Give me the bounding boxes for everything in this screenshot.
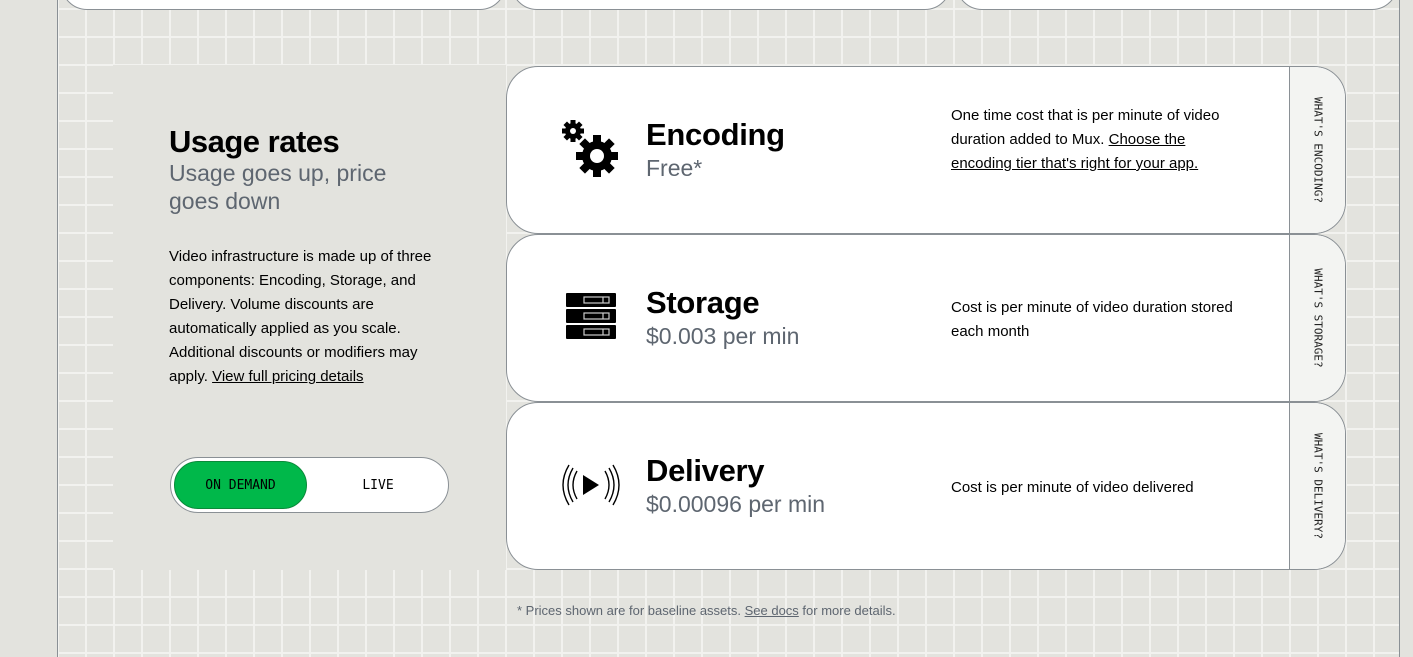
encoding-card: Encoding Free* One time cost that is per… (506, 66, 1346, 234)
section-title: Usage rates (169, 124, 340, 159)
card-price: $0.003 per min (646, 323, 800, 349)
section-subtitle: Usage goes up, price goes down (169, 160, 387, 214)
broadcast-play-icon (559, 453, 623, 517)
toggle-on-demand[interactable]: ON DEMAND (174, 461, 307, 509)
previous-card (61, 0, 506, 10)
gears-icon (559, 117, 623, 181)
previous-card (511, 0, 951, 10)
whats-storage-tab[interactable]: WHAT'S STORAGE? (1289, 235, 1345, 401)
section-description: Video infrastructure is made up of three… (169, 248, 432, 385)
pricing-mode-toggle[interactable]: ON DEMAND LIVE (170, 457, 449, 513)
storage-card: Storage $0.003 per min Cost is per minut… (506, 234, 1346, 402)
card-title: Delivery (646, 453, 765, 488)
whats-delivery-tab[interactable]: WHAT'S DELIVERY? (1289, 403, 1345, 569)
docs-link[interactable]: See docs (744, 603, 799, 618)
whats-encoding-tab[interactable]: WHAT'S ENCODING? (1289, 67, 1345, 233)
toggle-live[interactable]: LIVE (362, 477, 394, 493)
previous-card (956, 0, 1398, 10)
encoding-tier-link[interactable]: Choose the encoding tier that's right fo… (951, 131, 1199, 172)
card-title: Encoding (646, 117, 785, 152)
card-info: One time cost that is per minute of vide… (951, 107, 1220, 172)
footnote: * Prices shown are for baseline assets. … (517, 603, 896, 618)
pricing-details-link[interactable]: View full pricing details (212, 368, 364, 385)
card-info: Cost is per minute of video delivered (951, 479, 1194, 496)
card-info: Cost is per minute of video duration sto… (951, 299, 1233, 340)
card-price: Free* (646, 155, 703, 181)
server-icon (559, 285, 623, 349)
card-title: Storage (646, 285, 760, 320)
card-price: $0.00096 per min (646, 491, 826, 517)
delivery-card: Delivery $0.00096 per min Cost is per mi… (506, 402, 1346, 570)
